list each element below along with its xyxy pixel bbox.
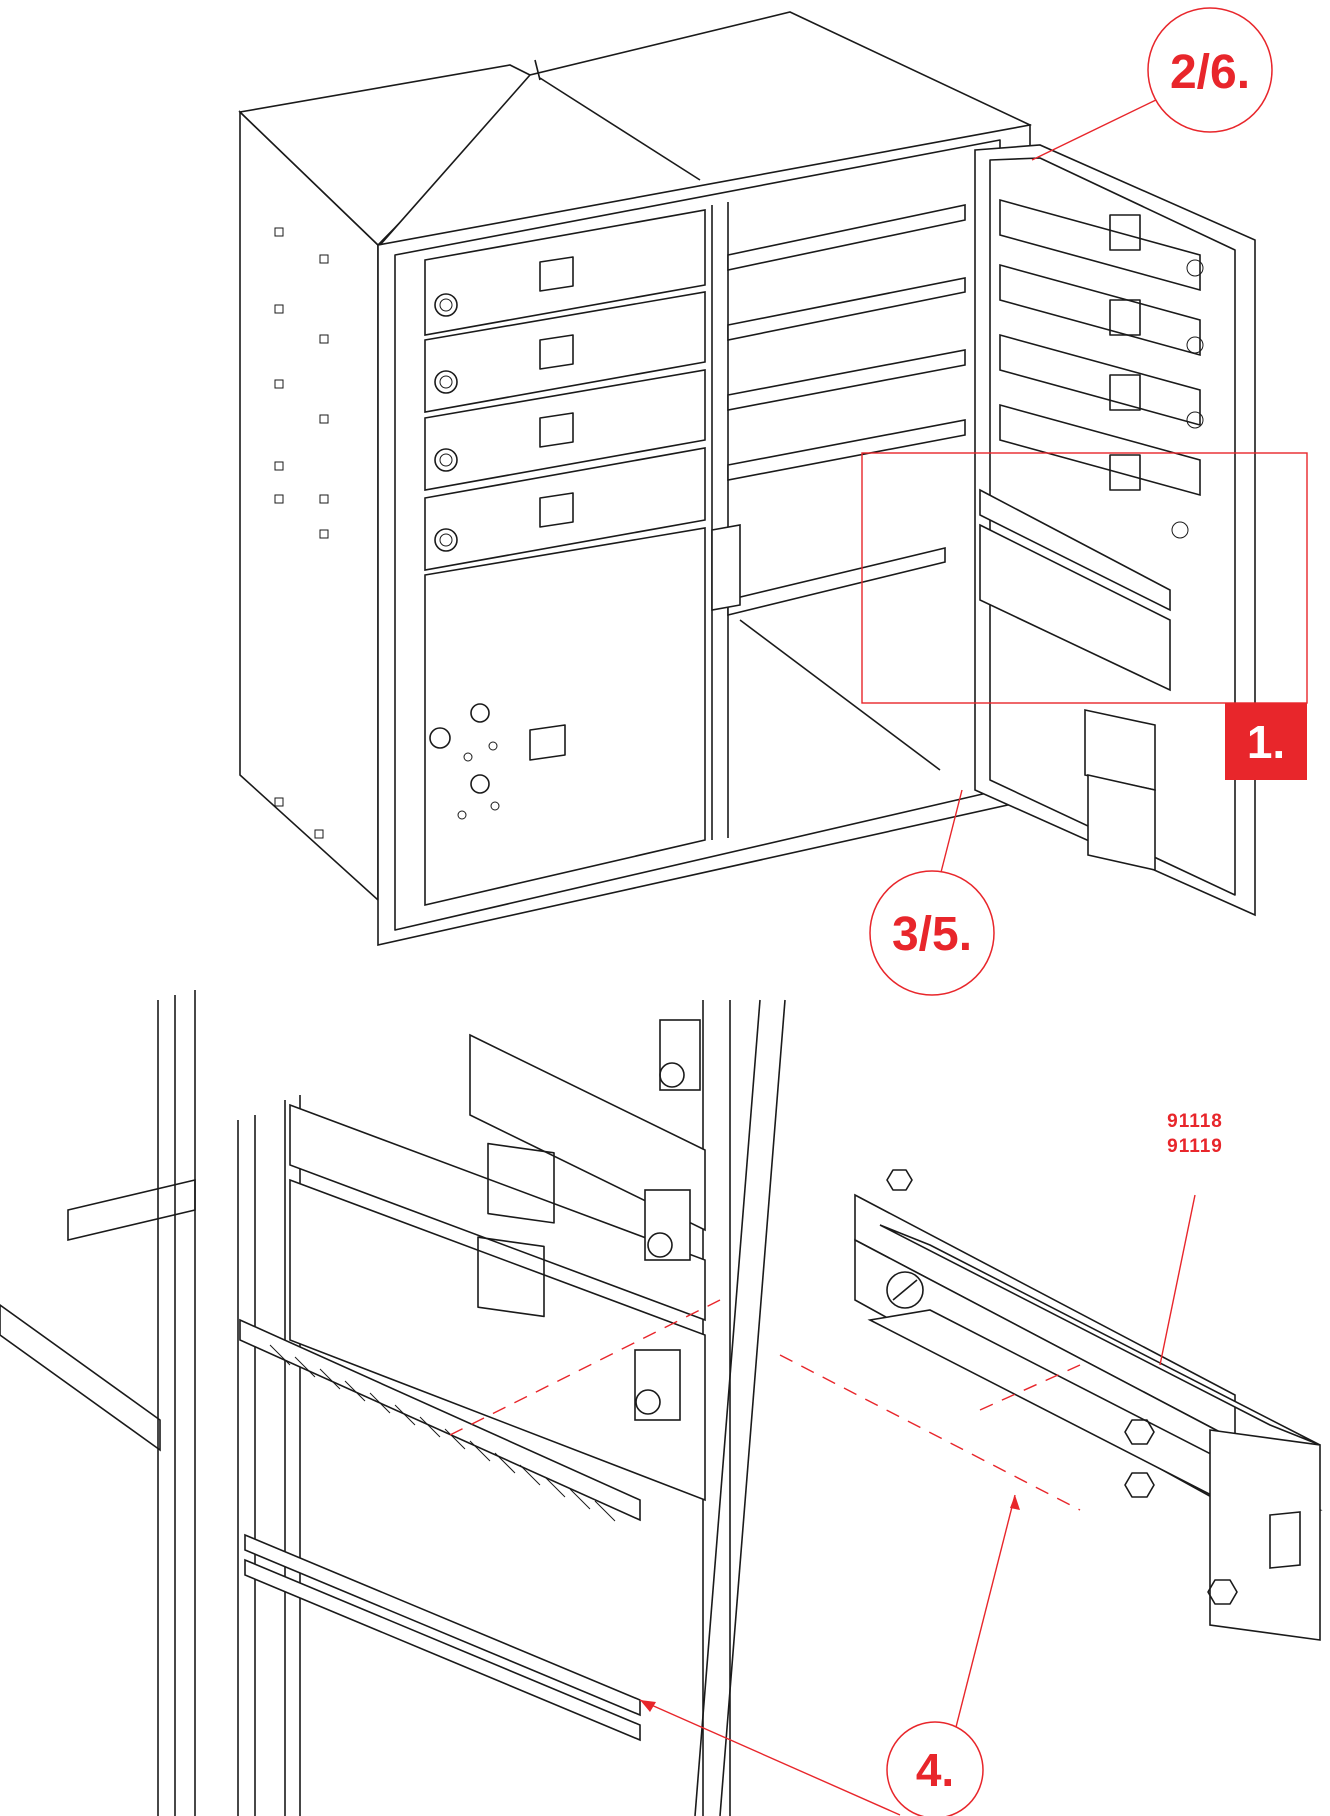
shelving-section (711, 202, 966, 840)
callout-step-3-5-label: 3/5. (892, 908, 972, 961)
part-number-91118: 91118 (1167, 1111, 1223, 1132)
door-hinges (634, 1019, 701, 1421)
left-compartment-doors (424, 209, 706, 907)
open-door-with-compartments (974, 144, 1256, 917)
detail-highlight-box (861, 452, 1308, 704)
callout-step-2-6: 2/6. (1147, 7, 1273, 133)
side-panel-holes (274, 227, 329, 839)
part-number-91119: 91119 (1167, 1136, 1223, 1157)
callout-step-1: 1. (1225, 703, 1307, 780)
callout-step-2-6-label: 2/6. (1170, 46, 1250, 99)
cabinet-overview (238, 11, 1308, 946)
callout-step-4-label: 4. (916, 1744, 954, 1796)
latch-assembly-part (854, 1169, 1323, 1641)
callout-step-3-5: 3/5. (869, 870, 995, 996)
detail-view (0, 990, 1323, 1816)
callout-step-1-label: 1. (1247, 716, 1285, 768)
slotted-plate-teeth (269, 1344, 616, 1522)
callout-step-4: 4. (886, 1721, 984, 1816)
part-number-labels: 91118 91119 (1167, 1111, 1223, 1157)
